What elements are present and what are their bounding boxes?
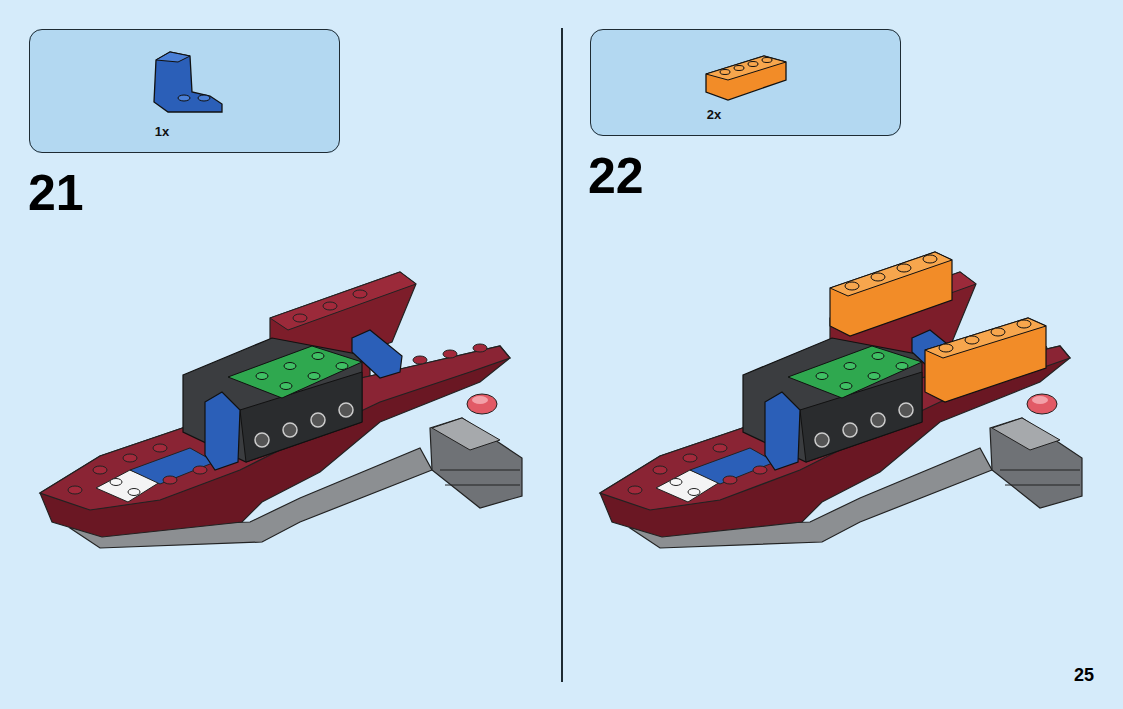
step-number: 22 xyxy=(588,151,644,201)
part-quantity: 1x xyxy=(155,124,169,139)
page-number: 25 xyxy=(1074,666,1094,684)
jet-model-step-21 xyxy=(40,272,522,548)
seat-part-icon xyxy=(154,52,222,112)
orange-bricks-added xyxy=(830,252,1046,402)
part-callout-box: 2x xyxy=(590,29,901,136)
orange-brick-icon xyxy=(706,56,786,100)
step-number: 21 xyxy=(28,168,84,218)
page-divider xyxy=(561,28,563,682)
part-callout-box: 1x xyxy=(29,29,340,153)
part-quantity: 2x xyxy=(707,107,721,122)
